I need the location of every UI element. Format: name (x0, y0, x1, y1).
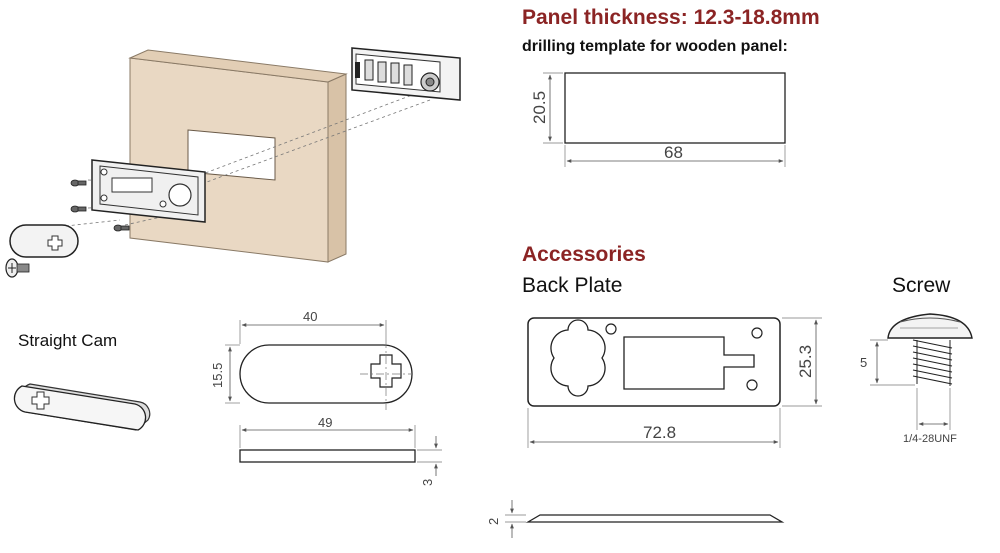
dim-screw-thread: 1/4-28UNF (903, 433, 957, 445)
dim-back-plate-height: 25.3 (796, 345, 815, 378)
cam-screw (5, 258, 30, 278)
dim-cam-length-top: 40 (303, 309, 317, 324)
straight-cam-label: Straight Cam (18, 331, 117, 350)
dim-cam-thickness: 3 (420, 479, 435, 486)
wooden-panel (128, 49, 348, 263)
straight-cam-illustration (13, 383, 151, 431)
dim-screw-length: 5 (860, 355, 867, 370)
exploded-assembly (5, 47, 461, 278)
accessories-heading: Accessories (522, 243, 646, 266)
dim-cam-length-side: 49 (318, 415, 332, 430)
drilling-template-subheading: drilling template for wooden panel: (522, 38, 788, 55)
dim-template-width: 68 (664, 143, 683, 162)
drilling-template-drawing (543, 72, 786, 167)
back-plate-label: Back Plate (522, 274, 622, 297)
panel-thickness-heading: Panel thickness: 12.3-18.8mm (522, 6, 820, 29)
dim-template-height: 20.5 (530, 91, 549, 124)
mounting-screws (70, 179, 130, 232)
dim-cam-height: 15.5 (210, 363, 225, 388)
panel-cutout (187, 129, 276, 181)
cam-front-view (225, 320, 413, 410)
cam-side-view (239, 425, 442, 476)
mounting-plate (91, 159, 206, 223)
back-plate-drawing (527, 317, 822, 448)
dim-back-plate-thickness: 2 (486, 518, 501, 525)
cam-exploded (9, 224, 79, 258)
screw-label: Screw (892, 274, 951, 297)
back-plate-side-view (505, 500, 785, 538)
dim-back-plate-width: 72.8 (643, 423, 676, 442)
screw-drawing (870, 313, 973, 430)
lock-body (351, 47, 461, 101)
